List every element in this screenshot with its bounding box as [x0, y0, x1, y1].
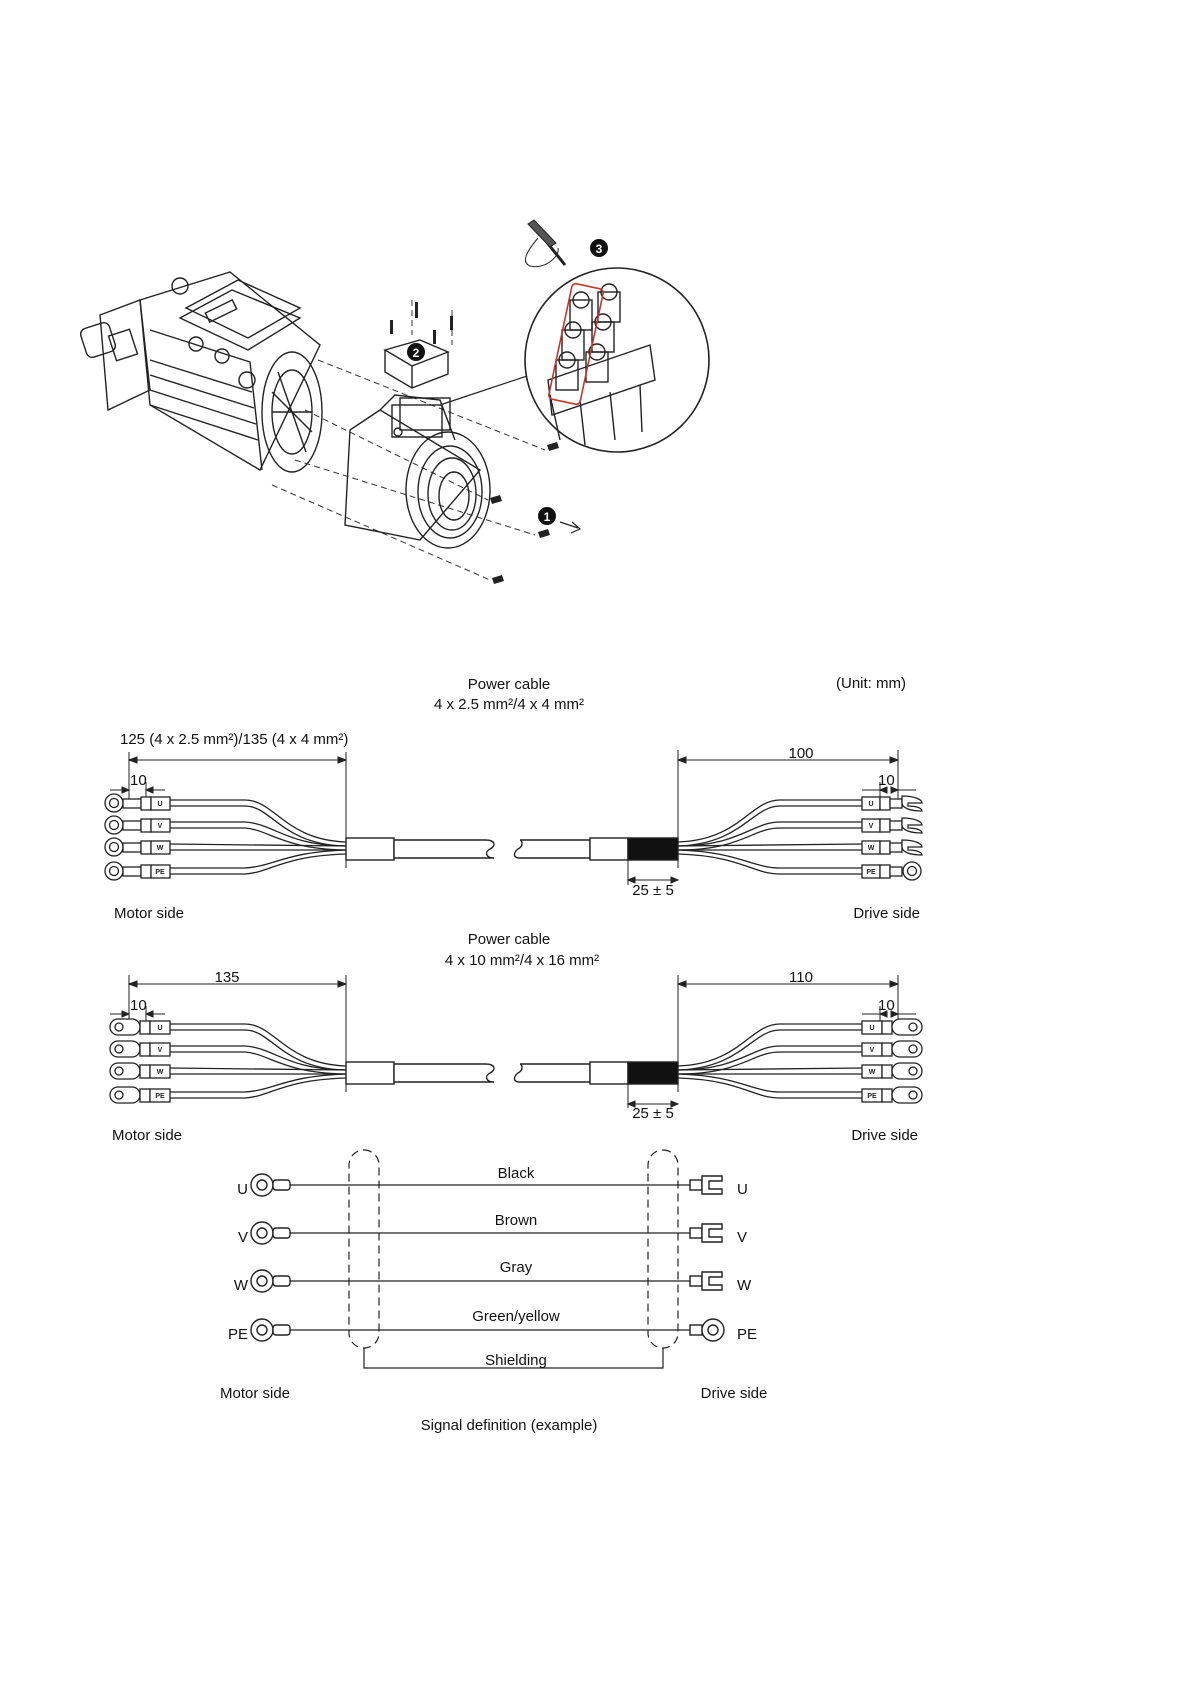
- signal-right-label-u: U: [737, 1181, 748, 1198]
- cable-b-motor-core-w: W: [157, 1069, 164, 1076]
- cable-a-drive-strip-length: 100: [788, 745, 814, 762]
- cable-b-title: Power cable: [467, 931, 551, 948]
- cable-a-motor-side: Motor side: [114, 905, 185, 922]
- signal-left-label-pe: PE: [227, 1326, 248, 1343]
- cable-b-shrink-length: 25 ± 5: [632, 1105, 674, 1122]
- unit-note: (Unit: mm): [836, 675, 906, 692]
- motor-side-shield: [348, 1149, 380, 1349]
- shielding-connection: [363, 1348, 664, 1369]
- drive-side-shield: [647, 1149, 679, 1349]
- signal-motor-side: Motor side: [219, 1385, 291, 1402]
- wire-color-black: Black: [497, 1165, 535, 1182]
- signal-right-label-v: V: [737, 1229, 748, 1246]
- signal-caption: Signal definition (example): [420, 1417, 598, 1434]
- signal-left-label-u: U: [237, 1181, 248, 1198]
- cable-b-motor-strip-length: 135: [214, 969, 240, 986]
- cable-b-drive-strip-length: 110: [789, 969, 813, 986]
- cover-screws: [390, 302, 559, 584]
- callout-3-badge: 3: [590, 239, 608, 257]
- motor-side-lugs: [250, 1173, 291, 1342]
- cable-a-drive-side: Drive side: [853, 905, 920, 922]
- shielding-label: Shielding: [485, 1352, 547, 1369]
- cable-a-drive-core-w: W: [868, 845, 875, 852]
- screwdriver: [525, 219, 567, 268]
- signal-right-label-pe: PE: [737, 1326, 758, 1343]
- cable-b-drive-core-u: U: [869, 1025, 874, 1032]
- cable-a-spec: 4 x 2.5 mm²/4 x 4 mm²: [433, 696, 585, 713]
- callout-1-label: 1: [544, 510, 551, 524]
- cable-b-spec: 4 x 10 mm²/4 x 16 mm²: [444, 952, 600, 969]
- cable-a-title: Power cable: [467, 676, 551, 693]
- motor-body: [79, 271, 323, 473]
- cable-a-motor-core-v: V: [158, 823, 163, 830]
- cable-b-drive-core-pe: PE: [867, 1093, 877, 1100]
- signal-drive-side: Drive side: [700, 1385, 768, 1402]
- signal-right-label-w: W: [737, 1277, 752, 1294]
- cable-a-drive-core-u: U: [868, 801, 873, 808]
- wire-color-green-yellow: Green/yellow: [472, 1308, 560, 1325]
- callout-1-badge: 1: [538, 507, 582, 534]
- cable-a-motor-tip-length: 10: [130, 772, 147, 789]
- cable-a-drive-tip-length: 10: [878, 772, 895, 789]
- signal-left-label-w: W: [233, 1277, 248, 1294]
- cable-b-motor-core-pe: PE: [155, 1093, 165, 1100]
- cable-b-motor-side: Motor side: [112, 1127, 183, 1144]
- callout-2-badge: 2: [407, 343, 425, 361]
- cable-b-drive-tip-length: 10: [878, 997, 895, 1014]
- cable-b-drive-core-v: V: [870, 1047, 875, 1054]
- wire-color-brown: Brown: [494, 1212, 538, 1229]
- cable-a-motor-core-pe: PE: [155, 869, 165, 876]
- cable-a-shrink-length: 25 ± 5: [632, 882, 674, 899]
- wire-color-gray: Gray: [499, 1259, 533, 1276]
- terminal-block-detail: [524, 267, 710, 453]
- cable-a-drive-core-pe: PE: [866, 869, 876, 876]
- cable-a-motor-strip-length: 125 (4 x 2.5 mm²)/135 (4 x 4 mm²): [120, 731, 349, 748]
- callout-2-label: 2: [413, 346, 420, 360]
- cable-b-drive-side: Drive side: [851, 1127, 918, 1144]
- fan-cover: [344, 394, 491, 549]
- cable-a-drive-core-v: V: [869, 823, 874, 830]
- signal-left-label-v: V: [237, 1229, 248, 1246]
- cable-a-motor-core-u: U: [157, 801, 162, 808]
- terminal-cover-plate: [383, 339, 450, 389]
- cable-b-motor-tip-length: 10: [130, 997, 147, 1014]
- cable-a-motor-core-w: W: [157, 845, 164, 852]
- cable-b-motor-core-u: U: [157, 1025, 162, 1032]
- cable-b-drive-core-w: W: [869, 1069, 876, 1076]
- callout-3-label: 3: [596, 242, 603, 256]
- drive-side-lugs: [689, 1175, 725, 1342]
- highlighted-terminals: [548, 282, 604, 406]
- cable-b-motor-core-v: V: [158, 1047, 163, 1054]
